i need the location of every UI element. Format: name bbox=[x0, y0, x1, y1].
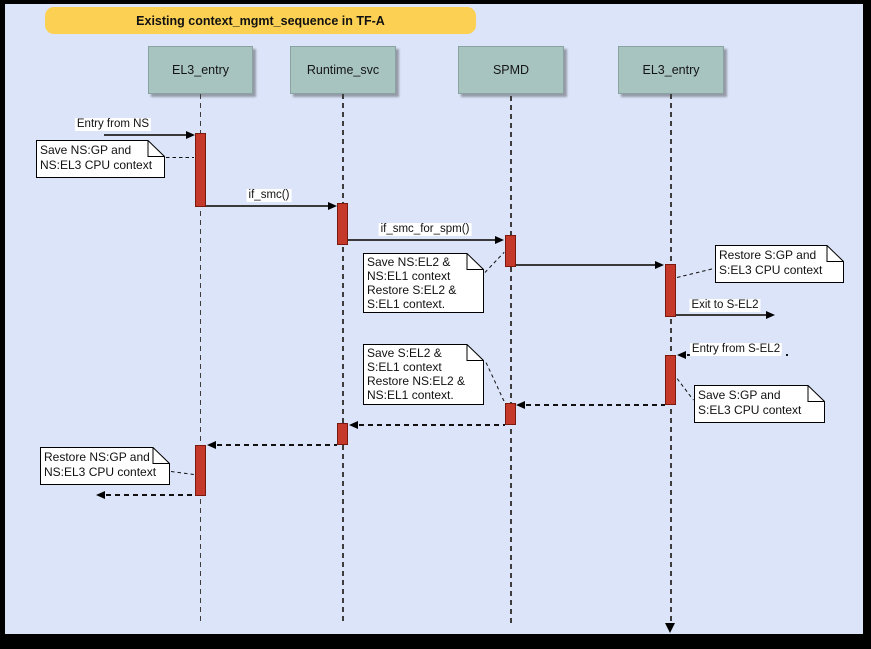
activation-runtime-svc-b bbox=[337, 423, 348, 445]
activation-el3-2-b bbox=[665, 355, 676, 405]
message-label: if_smc_for_spm() bbox=[378, 223, 472, 236]
message-label: Entry from S-EL2 bbox=[689, 343, 783, 356]
actor-box-el3-entry-2: EL3_entry bbox=[618, 46, 724, 94]
note-save-s-el2: Save S:EL2 & S:EL1 context Restore NS:EL… bbox=[363, 344, 484, 405]
note-connector bbox=[676, 378, 694, 401]
note-shape-icon bbox=[715, 245, 844, 283]
note-connector bbox=[484, 251, 505, 274]
note-save-ns-gp: Save NS:GP and NS:EL3 CPU context bbox=[36, 140, 165, 178]
activation-runtime-svc-a bbox=[337, 203, 348, 245]
diagram-canvas bbox=[5, 4, 863, 634]
arrowhead-left-icon bbox=[207, 440, 216, 449]
arrowhead-left-icon bbox=[677, 350, 686, 359]
note-shape-icon bbox=[363, 344, 484, 405]
arrowhead-left-icon bbox=[96, 490, 105, 499]
note-connector bbox=[170, 471, 194, 476]
note-connector bbox=[166, 157, 194, 159]
actor-box-el3-entry-1: EL3_entry bbox=[148, 46, 253, 94]
note-connector bbox=[676, 268, 715, 279]
note-shape-icon bbox=[363, 253, 484, 313]
arrowhead-right-icon bbox=[655, 260, 664, 269]
note-shape-icon bbox=[40, 447, 170, 485]
lifeline-runtime-svc bbox=[342, 94, 344, 625]
activation-el3-1-a bbox=[194, 133, 206, 207]
activation-el3-1-b bbox=[194, 445, 206, 496]
lifeline-spmd bbox=[510, 96, 512, 625]
arrowhead-right-icon bbox=[328, 201, 337, 210]
note-connector bbox=[485, 362, 506, 404]
diagram-title-banner: Existing context_mgmt_sequence in TF-A bbox=[45, 7, 476, 34]
arrowhead-right-icon bbox=[495, 235, 504, 244]
message-label: Entry from NS bbox=[74, 118, 152, 131]
note-restore-s-gp: Restore S:GP and S:EL3 CPU context bbox=[715, 245, 844, 283]
arrowhead-right-icon bbox=[186, 130, 195, 139]
arrowhead-left-icon bbox=[516, 400, 525, 409]
activation-spmd-a bbox=[504, 235, 516, 267]
activation-el3-2-a bbox=[665, 264, 676, 317]
actor-box-runtime-svc: Runtime_svc bbox=[290, 46, 396, 94]
note-save-s-gp: Save S:GP and S:EL3 CPU context bbox=[694, 385, 825, 423]
actor-box-spmd: SPMD bbox=[458, 46, 564, 94]
lifeline-end-arrow-icon bbox=[665, 623, 675, 633]
note-save-ns-el2: Save NS:EL2 & NS:EL1 context Restore S:E… bbox=[363, 253, 484, 313]
message-label: if_smc() bbox=[246, 189, 292, 202]
note-shape-icon bbox=[36, 140, 165, 178]
arrowhead-left-icon bbox=[349, 420, 358, 429]
arrowhead-right-icon bbox=[766, 310, 775, 319]
lifeline-el3-entry-1 bbox=[199, 94, 201, 622]
note-restore-ns-gp: Restore NS:GP and NS:EL3 CPU context bbox=[40, 447, 170, 485]
note-shape-icon bbox=[694, 385, 825, 423]
activation-spmd-b bbox=[504, 403, 516, 425]
message-label: Exit to S-EL2 bbox=[689, 299, 761, 312]
